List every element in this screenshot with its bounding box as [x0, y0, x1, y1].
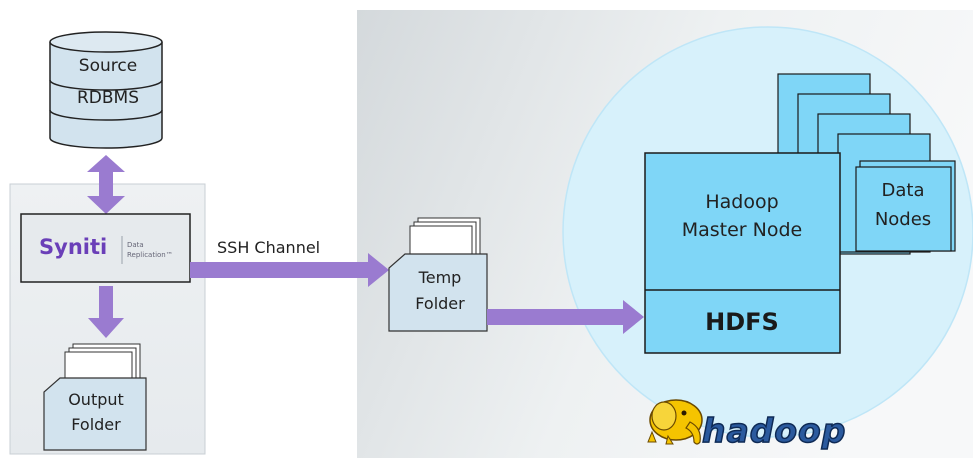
data-nodes-box: Data Nodes [855, 160, 956, 252]
source-rdbms-line1: Source [79, 56, 137, 76]
syniti-sub1: Data [127, 241, 144, 249]
db-syniti-double-arrow [87, 155, 125, 214]
hadoop-master-node: Hadoop Master Node HDFS [644, 152, 841, 354]
temp-folder-icon: Temp Folder [388, 217, 488, 332]
syniti-output-arrow [88, 286, 124, 338]
syniti-data-replication-box: Syniti Data Replication™ [20, 213, 191, 283]
data-nodes-line2: Nodes [875, 209, 931, 230]
temp-folder-line1: Temp [418, 268, 462, 287]
master-node-line2: Master Node [682, 219, 803, 241]
temp-folder-line2: Folder [415, 294, 465, 313]
data-nodes-line1: Data [882, 180, 925, 201]
output-folder-line2: Folder [71, 415, 121, 434]
temp-to-hdfs-arrow [487, 300, 644, 334]
source-rdbms-line2: RDBMS [77, 88, 139, 108]
syniti-logo-text: Syniti [39, 235, 107, 259]
source-rdbms-database: Source RDBMS [49, 31, 163, 149]
hadoop-logo: hadoop [647, 399, 846, 451]
elephant-icon [647, 399, 703, 445]
output-folder-icon: Output Folder [43, 343, 147, 451]
master-node-line1: Hadoop [705, 191, 778, 213]
output-folder-line1: Output [68, 390, 124, 409]
syniti-sub2: Replication™ [127, 251, 173, 259]
ssh-channel-arrow [190, 253, 389, 287]
ssh-channel-label: SSH Channel [217, 238, 320, 257]
hdfs-label: HDFS [705, 308, 779, 336]
hadoop-logo-text: hadoop [702, 411, 846, 450]
